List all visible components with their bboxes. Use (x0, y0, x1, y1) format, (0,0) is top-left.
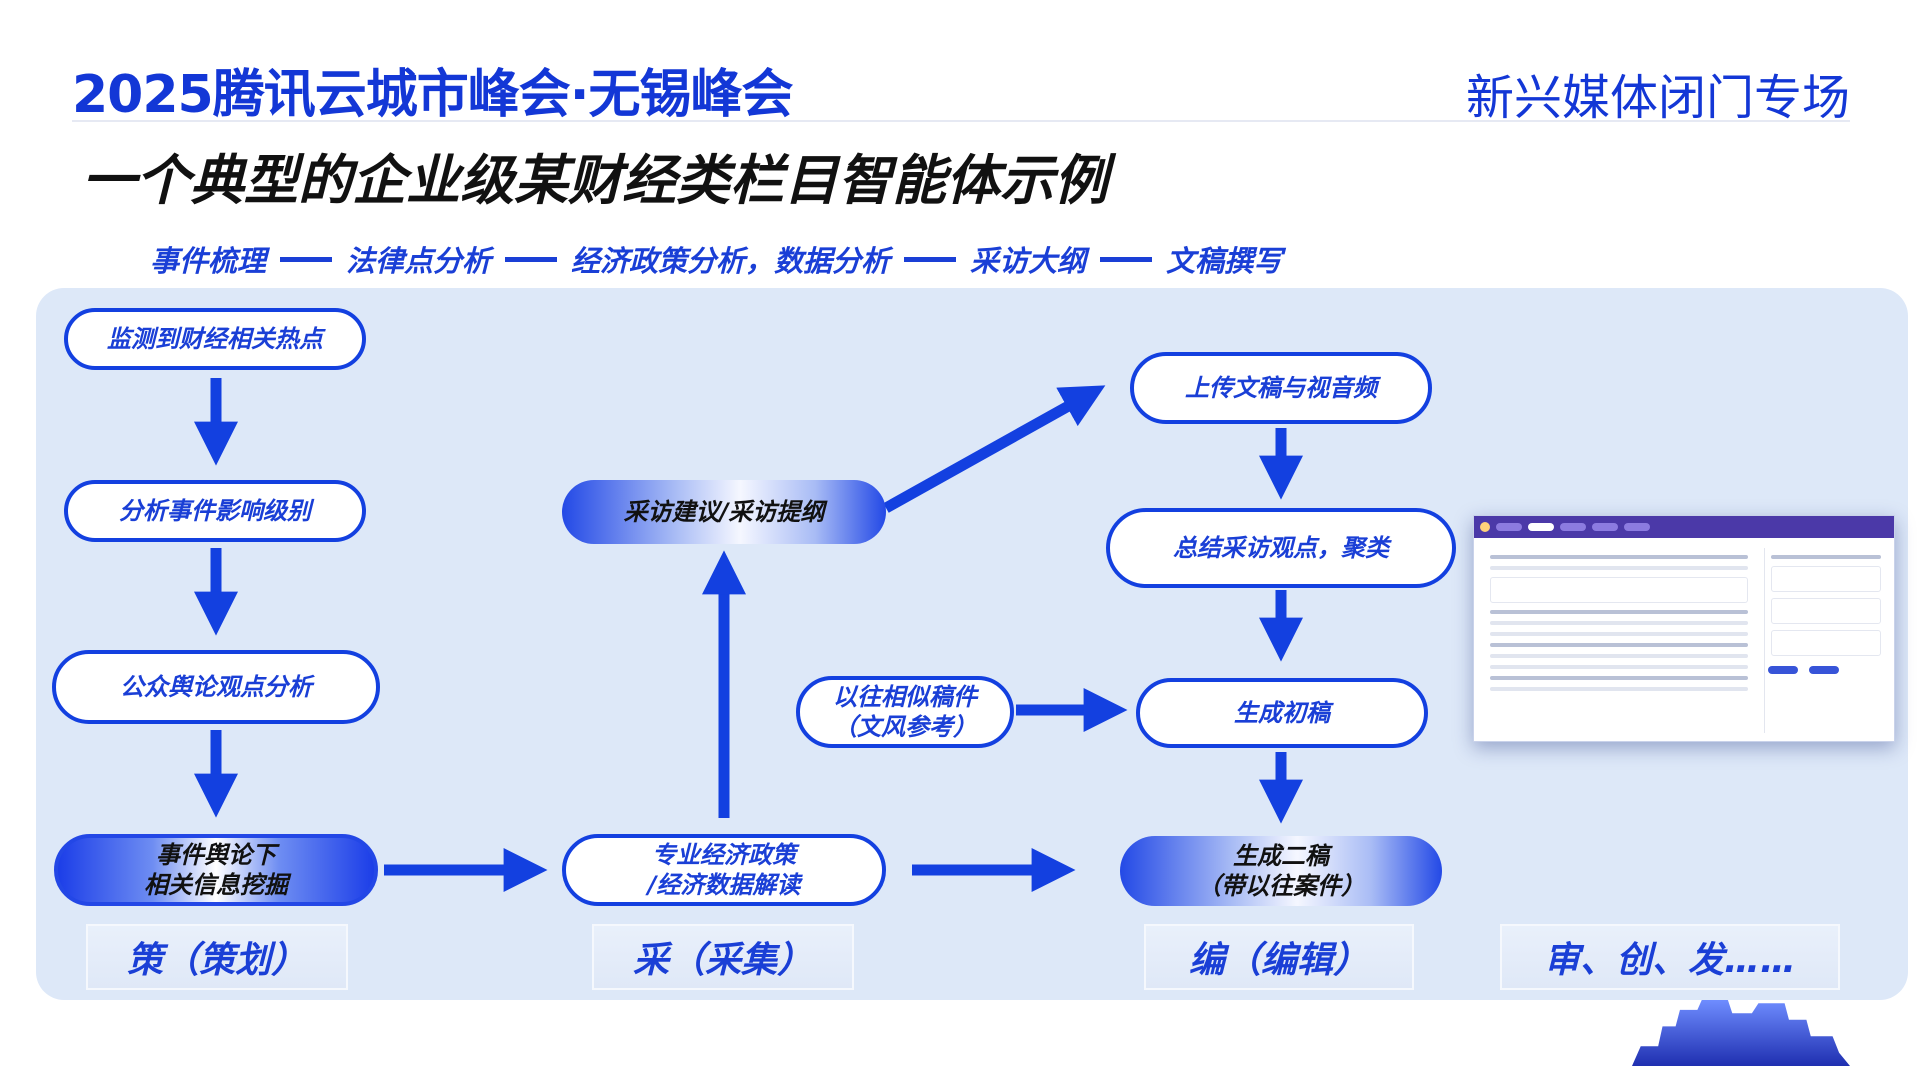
node-label: 公众舆论观点分析 (120, 673, 312, 701)
thumbnail-line (1490, 555, 1748, 559)
event-title: 2025腾讯云城市峰会·无锡峰会 (72, 65, 793, 125)
thumbnail-card (1771, 630, 1881, 656)
flow-step-5: 文稿撰写 (1166, 244, 1283, 278)
flow-step-3: 经济政策分析，数据分析 (571, 244, 891, 278)
app-screenshot-thumbnail (1473, 515, 1895, 742)
flow-connector (280, 256, 333, 262)
session-title: 新兴媒体闭门专场 (1465, 70, 1850, 126)
stage-editing: 编（编辑） (1144, 924, 1414, 990)
stage-planning: 策（策划） (86, 924, 348, 990)
node-second-draft: 生成二稿 （带以往案件） (1120, 836, 1442, 906)
page-title: 一个典型的企业级某财经类栏目智能体示例 (82, 149, 1108, 212)
thumbnail-card (1490, 577, 1748, 603)
stage-collection: 采（采集） (592, 924, 854, 990)
node-info-mining: 事件舆论下 相关信息挖掘 (54, 834, 378, 906)
thumbnail-line (1490, 610, 1748, 614)
node-label: 以往相似稿件 （文风参考） (833, 683, 977, 741)
node-label: 生成初稿 (1234, 699, 1330, 727)
node-label: 采访建议/采访提纲 (623, 498, 825, 526)
arrow-interview-to-upload (883, 385, 1106, 513)
thumbnail-toolbar (1474, 516, 1894, 538)
thumbnail-button (1768, 666, 1798, 674)
thumbnail-line (1490, 654, 1748, 658)
thumbnail-tab (1560, 523, 1586, 531)
thumbnail-line (1490, 676, 1748, 680)
node-label: 专业经济政策 /经济数据解读 (647, 841, 801, 899)
process-flow-row: 事件梳理 法律点分析 经济政策分析，数据分析 采访大纲 文稿撰写 (150, 238, 1282, 280)
thumbnail-line (1490, 665, 1748, 669)
thumbnail-line (1771, 555, 1881, 559)
thumbnail-line (1490, 632, 1748, 636)
node-interview-outline: 采访建议/采访提纲 (562, 480, 886, 544)
node-reference-drafts: 以往相似稿件 （文风参考） (796, 676, 1014, 748)
node-first-draft: 生成初稿 (1136, 678, 1428, 748)
avatar (1480, 522, 1490, 532)
thumbnail-button (1809, 666, 1840, 674)
stage-review-create-publish: 审、创、发…… (1500, 924, 1840, 990)
thumbnail-sidebar (1764, 548, 1887, 733)
node-public-opinion: 公众舆论观点分析 (52, 650, 380, 724)
header-divider (72, 120, 1850, 122)
node-label: 监测到财经相关热点 (107, 325, 323, 353)
thumbnail-line (1490, 687, 1748, 691)
thumbnail-card (1771, 598, 1881, 624)
thumbnail-main (1484, 548, 1754, 733)
flow-step-2: 法律点分析 (346, 244, 492, 278)
flow-connector (904, 256, 957, 262)
node-label: 分析事件影响级别 (119, 497, 311, 525)
flow-step-4: 采访大纲 (970, 244, 1087, 278)
node-label: 事件舆论下 相关信息挖掘 (144, 841, 288, 899)
flow-step-1: 事件梳理 (150, 244, 267, 278)
node-summarize-views: 总结采访观点，聚类 (1106, 508, 1456, 588)
flow-connector (505, 256, 558, 262)
node-impact-level: 分析事件影响级别 (64, 480, 366, 542)
thumbnail-tab-active (1528, 523, 1554, 531)
thumbnail-line (1490, 621, 1748, 625)
flow-connector (1100, 256, 1153, 262)
node-label: 总结采访观点，聚类 (1173, 534, 1389, 562)
node-label: 生成二稿 （带以往案件） (1197, 842, 1365, 900)
node-label: 上传文稿与视音频 (1185, 374, 1377, 402)
node-monitor-hotspot: 监测到财经相关热点 (64, 308, 366, 370)
node-policy-reading: 专业经济政策 /经济数据解读 (562, 834, 886, 906)
thumbnail-tab (1624, 523, 1650, 531)
thumbnail-tab (1496, 523, 1522, 531)
thumbnail-tab (1592, 523, 1618, 531)
thumbnail-line (1490, 643, 1748, 647)
thumbnail-line (1490, 566, 1748, 570)
thumbnail-card (1771, 566, 1881, 592)
node-upload-media: 上传文稿与视音频 (1130, 352, 1432, 424)
